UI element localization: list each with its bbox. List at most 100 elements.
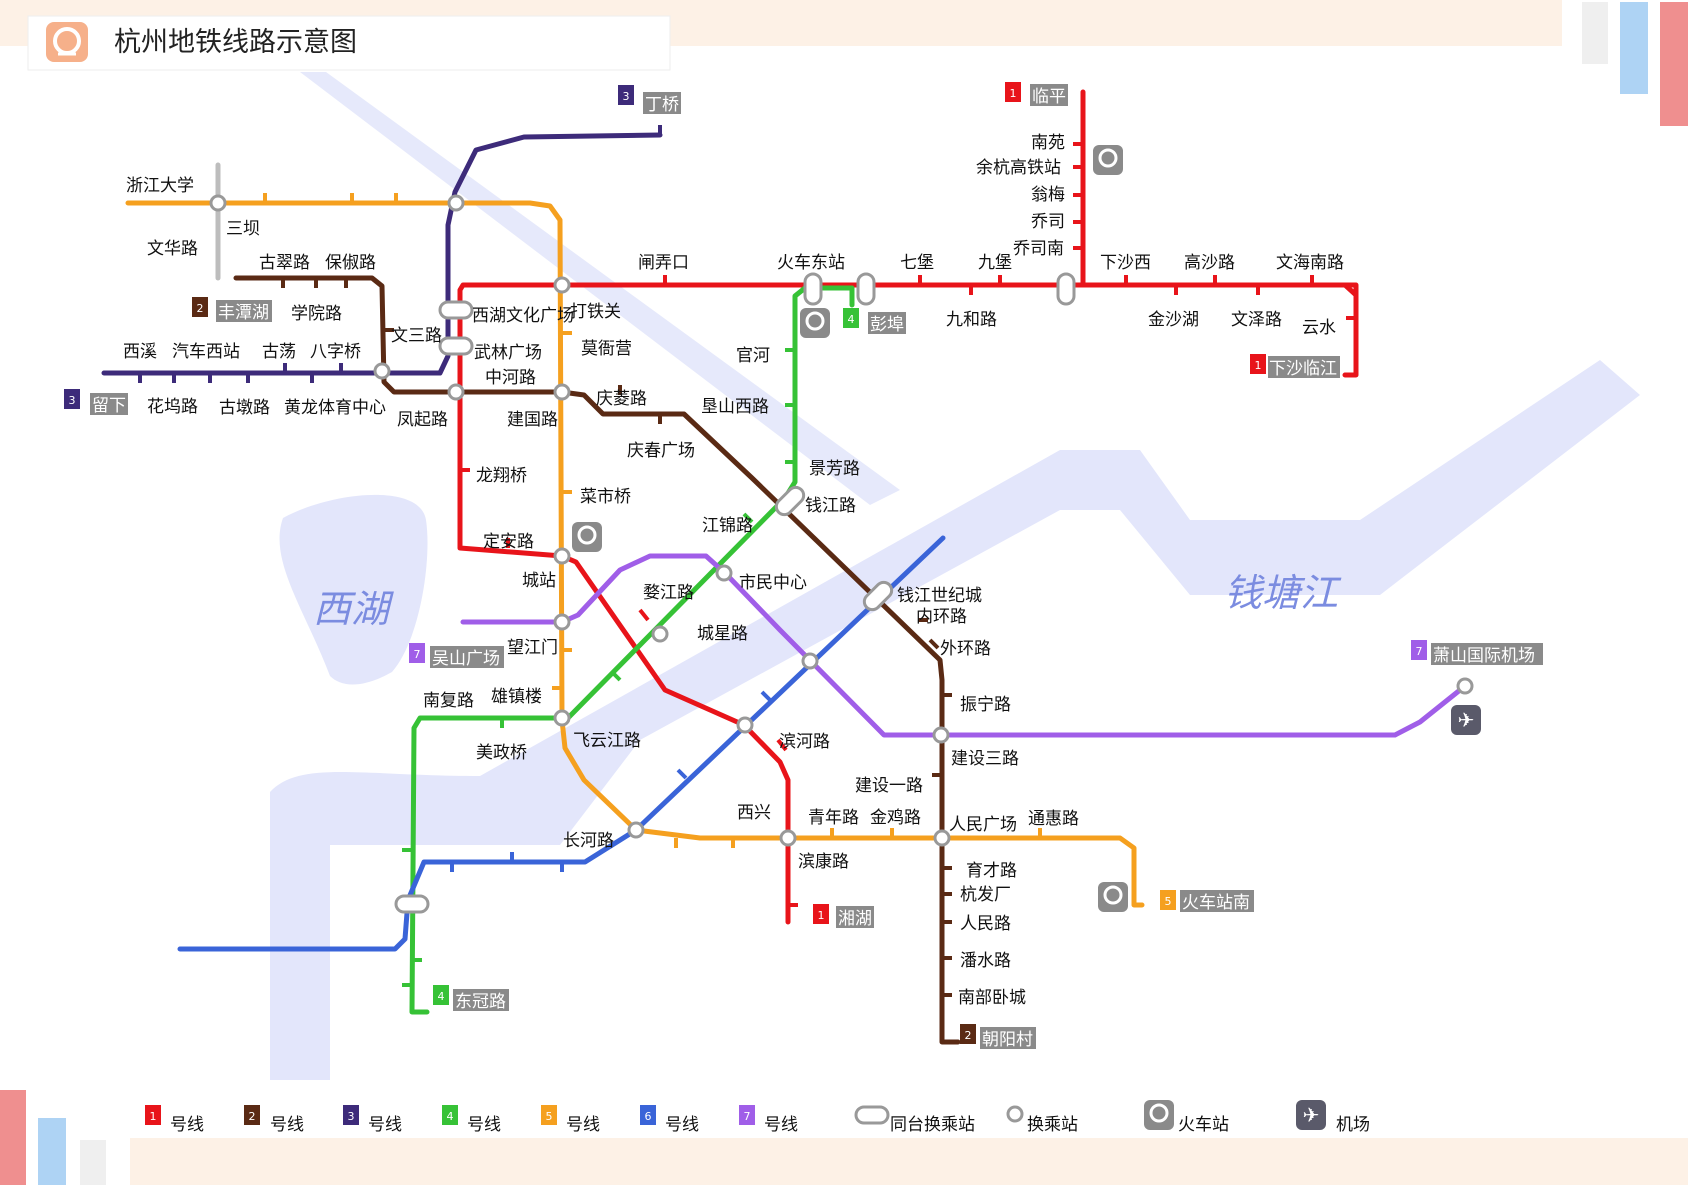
terminal-dongguanlu: 东冠路 [455, 992, 506, 1012]
svg-text:✈: ✈ [1303, 1103, 1320, 1127]
station-label: 火车东站 [777, 253, 845, 273]
station-label: 人民广场 [949, 815, 1017, 835]
station-ticks [138, 125, 1356, 997]
station-label: 杭发厂 [960, 885, 1011, 905]
station-label: 庆菱路 [596, 389, 647, 409]
station-label: 人民路 [960, 914, 1011, 934]
station-label: 闸弄口 [638, 253, 689, 273]
station-label: 庆春广场 [627, 441, 695, 461]
station-label: 青年路 [808, 808, 859, 828]
station-label: 金鸡路 [870, 808, 921, 828]
station-label: 打铁关 [570, 302, 621, 322]
station-label: 钱江世纪城 [897, 586, 982, 606]
label-qiantang-river: 钱塘江 [1224, 571, 1342, 615]
station-label: 城星路 [697, 624, 748, 644]
svg-text:7: 7 [744, 1110, 751, 1123]
svg-text:1: 1 [1010, 87, 1017, 100]
station-label: 文泽路 [1231, 310, 1282, 330]
station-label: 凤起路 [397, 410, 448, 430]
legend-transfer-symbol [1006, 1105, 1024, 1123]
svg-text:5: 5 [1165, 895, 1172, 908]
terminal-linping: 临平 [1032, 87, 1066, 107]
station-label: 建国路 [507, 410, 558, 430]
station-label: 建设三路 [951, 749, 1019, 769]
terminal-xiasha-linjiang: 下沙临江 [1269, 359, 1337, 379]
legend-line-6: 号线 [665, 1115, 699, 1135]
station-label: 七堡 [900, 253, 934, 273]
legend-train-station: 火车站 [1178, 1115, 1229, 1135]
water-areas [270, 72, 1640, 1080]
legend-line-4: 号线 [467, 1115, 501, 1135]
station-label: 武林广场 [474, 343, 542, 363]
station-label: 育才路 [966, 861, 1017, 881]
legend-transfer: 换乘站 [1027, 1115, 1078, 1135]
station-label: 翁梅 [1031, 185, 1065, 205]
legend-line-7: 号线 [764, 1115, 798, 1135]
station-label: 龙翔桥 [476, 466, 527, 486]
svg-text:4: 4 [848, 313, 855, 326]
station-label: 文三路 [391, 326, 442, 346]
station-label: 余杭高铁站 [976, 158, 1061, 178]
legend: 1 号线 2 号线 3 号线 4 号线 5 号线 6 号线 7 号线 同台换乘站… [145, 1100, 1370, 1135]
station-label: 通惠路 [1028, 809, 1079, 829]
terminal-liuxia: 留下 [92, 396, 126, 416]
station-label: 文海南路 [1276, 253, 1344, 273]
station-label: 市民中心 [739, 573, 807, 593]
station-label: 潘水路 [960, 951, 1011, 971]
legend-same-platform-symbol [854, 1105, 890, 1125]
legend-airport-icon [1296, 1100, 1326, 1130]
terminal-pengbu: 彭埠 [870, 315, 904, 335]
station-label: 高沙路 [1184, 253, 1235, 273]
svg-text:✈: ✈ [1458, 708, 1475, 732]
station-label: 八字桥 [310, 342, 361, 362]
svg-text:3: 3 [623, 90, 630, 103]
legend-same-platform: 同台换乘站 [890, 1115, 975, 1135]
legend-airport: 机场 [1336, 1115, 1370, 1135]
station-label: 菜市桥 [580, 487, 631, 507]
station-label: 南部卧城 [958, 988, 1026, 1008]
svg-text:2: 2 [965, 1029, 972, 1042]
svg-text:6: 6 [645, 1110, 652, 1123]
line-6 [177, 535, 946, 952]
station-label: 中河路 [485, 368, 536, 388]
station-label: 古荡 [262, 342, 296, 362]
station-label: 望江门 [507, 638, 558, 658]
svg-text:1: 1 [150, 1110, 157, 1123]
svg-text:5: 5 [546, 1110, 553, 1123]
station-label: 振宁路 [960, 695, 1011, 715]
svg-text:3: 3 [348, 1110, 355, 1123]
station-label: 外环路 [940, 639, 991, 659]
station-label: 莫衙营 [581, 339, 632, 359]
svg-text:7: 7 [1416, 645, 1423, 658]
transfer-stations [209, 194, 1474, 914]
station-label: 云水 [1302, 318, 1336, 338]
terminal-wushan-guangchang: 吴山广场 [432, 649, 500, 669]
station-label: 江锦路 [702, 516, 753, 536]
station-label: 西兴 [737, 803, 771, 823]
legend-line-2: 号线 [270, 1115, 304, 1135]
station-labels: 南苑 余杭高铁站 翁梅 乔司 乔司南 下沙西 高沙路 文海南路 金沙湖 文泽路 … [123, 133, 1344, 1008]
station-label: 乔司南 [1013, 239, 1064, 259]
terminal-xianghu: 湘湖 [838, 909, 872, 929]
station-label: 内环路 [916, 607, 967, 627]
station-label: 九堡 [978, 253, 1012, 273]
station-label: 定安路 [483, 532, 534, 552]
station-label: 古翠路 [259, 253, 310, 273]
svg-text:1: 1 [1255, 359, 1262, 372]
legend-line-5: 号线 [566, 1115, 600, 1135]
title-train-icon [46, 22, 88, 62]
station-label: 花坞路 [147, 397, 198, 417]
svg-text:1: 1 [818, 909, 825, 922]
station-label: 垦山西路 [701, 397, 769, 417]
station-label: 南苑 [1031, 133, 1065, 153]
map-title: 杭州地铁线路示意图 [114, 27, 357, 58]
station-label: 金沙湖 [1148, 310, 1199, 330]
station-label: 滨河路 [779, 732, 830, 752]
station-label: 文华路 [147, 239, 198, 259]
station-label: 乔司 [1031, 212, 1065, 232]
station-label: 下沙西 [1100, 253, 1151, 273]
label-west-lake: 西湖 [313, 587, 394, 631]
station-label: 三坝 [226, 219, 260, 239]
station-label: 古墩路 [219, 398, 270, 418]
